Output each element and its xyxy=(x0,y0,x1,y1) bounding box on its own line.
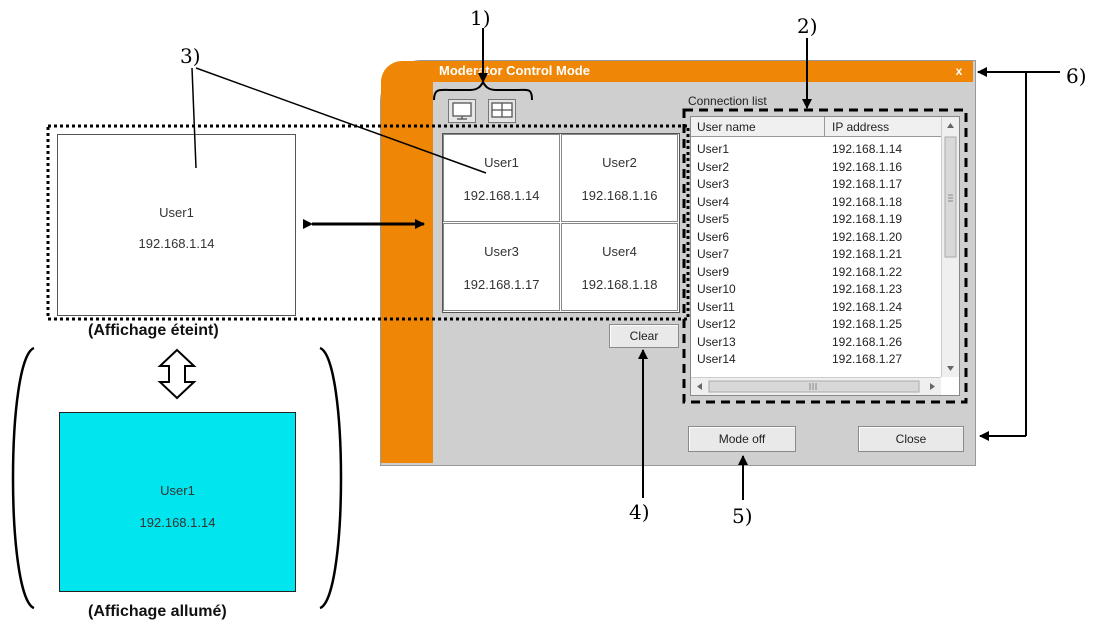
grid-cell-user: User1 xyxy=(484,155,519,170)
list-item[interactable]: User13 192.168.1.26 xyxy=(691,334,941,352)
list-item-user: User11 xyxy=(697,299,735,314)
quad-view-icon xyxy=(491,102,513,118)
list-item[interactable]: User3 192.168.1.17 xyxy=(691,176,941,194)
grid-cell[interactable]: User3 192.168.1.17 xyxy=(443,223,560,311)
connection-list-header: User name IP address xyxy=(691,117,941,137)
list-item-user: User2 xyxy=(697,159,730,174)
list-item-ip: 192.168.1.26 xyxy=(832,334,903,349)
list-item-user: User5 xyxy=(697,212,730,226)
panel-on-ip: 192.168.1.14 xyxy=(139,515,216,530)
grid-cell[interactable]: User4 192.168.1.18 xyxy=(561,223,678,311)
list-item-ip: 192.168.1.23 xyxy=(832,282,903,296)
grid-cell-user: User4 xyxy=(602,244,637,259)
list-item[interactable]: User2 192.168.1.16 xyxy=(691,159,941,177)
vertical-scrollbar-graphic xyxy=(944,123,957,371)
grid-cell-ip: 192.168.1.18 xyxy=(581,277,658,292)
column-header-user-name[interactable]: User name xyxy=(697,120,756,134)
callout-3: 3) xyxy=(180,44,201,68)
list-item-ip: 192.168.1.24 xyxy=(832,299,903,314)
dotted-frame xyxy=(46,124,690,321)
dialog-title-bar xyxy=(381,61,973,82)
list-item-user: User1 xyxy=(697,142,730,156)
quad-display-grid: User1 192.168.1.14 User2 192.168.1.16 Us… xyxy=(442,133,680,313)
list-item[interactable]: User9 192.168.1.22 xyxy=(691,264,941,282)
callout-4: 4) xyxy=(629,500,650,524)
panel-off-ip: 192.168.1.14 xyxy=(138,236,215,251)
display-off-panel: User1 192.168.1.14 xyxy=(57,134,296,316)
grid-cell-user: User2 xyxy=(602,155,637,170)
list-item[interactable]: User7 192.168.1.21 xyxy=(691,246,941,264)
panel-on-user: User1 xyxy=(160,483,195,498)
list-item[interactable]: User10 192.168.1.23 xyxy=(691,281,941,299)
list-item-user: User13 xyxy=(697,334,736,349)
single-view-button[interactable] xyxy=(448,99,476,123)
list-item-user: User4 xyxy=(697,194,730,209)
close-button[interactable]: Close xyxy=(858,426,964,452)
clear-button[interactable]: Clear xyxy=(609,324,679,348)
callout-3-line-b xyxy=(195,67,487,174)
grid-cell[interactable]: User2 192.168.1.16 xyxy=(561,134,678,222)
connection-list[interactable]: User name IP address User1 192.168.1.14 U… xyxy=(690,116,960,396)
left-paren xyxy=(11,346,35,610)
display-on-caption: (Affichage allumé) xyxy=(88,603,227,620)
list-item-user: User10 xyxy=(697,282,736,296)
list-item[interactable]: User12 192.168.1.25 xyxy=(691,316,941,334)
connection-list-rows: User1 192.168.1.14 User2 192.168.1.16 User… xyxy=(691,141,941,369)
list-item[interactable]: User6 192.168.1.20 xyxy=(691,229,941,247)
list-item-user: User14 xyxy=(697,352,736,366)
panel-off-user: User1 xyxy=(159,205,194,220)
dialog-close-x-button[interactable]: x xyxy=(955,64,963,78)
callout-1-bracket xyxy=(433,79,533,101)
list-item-user: User9 xyxy=(697,264,730,279)
horizontal-scrollbar[interactable] xyxy=(691,377,941,395)
list-item-user: User7 xyxy=(697,247,730,261)
column-header-ip-address[interactable]: IP address xyxy=(832,120,890,134)
grid-cell[interactable]: User1 192.168.1.14 xyxy=(443,134,560,222)
toggle-arrow xyxy=(157,348,197,400)
list-item-ip: 192.168.1.14 xyxy=(832,142,903,156)
single-view-icon xyxy=(452,102,472,120)
list-item-ip: 192.168.1.22 xyxy=(832,264,903,279)
list-item-ip: 192.168.1.17 xyxy=(832,177,903,191)
callout-3-line-a xyxy=(191,67,197,169)
callout-6: 6) xyxy=(1066,64,1087,88)
list-item-user: User6 xyxy=(697,229,730,244)
vertical-scrollbar[interactable] xyxy=(941,117,959,377)
list-item-ip: 192.168.1.19 xyxy=(832,212,903,226)
display-off-caption: (Affichage éteint) xyxy=(88,322,219,339)
callout-2: 2) xyxy=(797,14,818,38)
mode-off-button[interactable]: Mode off xyxy=(688,426,796,452)
list-item-ip: 192.168.1.25 xyxy=(832,317,903,331)
list-item-ip: 192.168.1.27 xyxy=(832,352,903,366)
list-item-user: User3 xyxy=(697,177,730,191)
list-item-ip: 192.168.1.20 xyxy=(832,229,903,244)
list-item[interactable]: User1 192.168.1.14 xyxy=(691,141,941,159)
right-paren xyxy=(319,346,343,610)
list-item[interactable]: User5 192.168.1.19 xyxy=(691,211,941,229)
list-item-ip: 192.168.1.21 xyxy=(832,247,903,261)
list-item[interactable]: User11 192.168.1.24 xyxy=(691,299,941,317)
grid-cell-ip: 192.168.1.16 xyxy=(581,188,658,203)
grid-cell-ip: 192.168.1.14 xyxy=(463,188,540,203)
display-on-panel: User1 192.168.1.14 xyxy=(59,412,296,592)
callout-1: 1) xyxy=(470,6,491,30)
grid-cell-user: User3 xyxy=(484,244,519,259)
connection-list-label: Connection list xyxy=(688,94,767,108)
quad-view-button[interactable] xyxy=(488,99,516,123)
list-item-user: User12 xyxy=(697,317,736,331)
list-item-ip: 192.168.1.16 xyxy=(832,159,903,174)
callout-5: 5) xyxy=(732,504,753,528)
horizontal-scrollbar-graphic xyxy=(697,380,935,393)
dialog-title: Moderator Control Mode xyxy=(439,63,590,78)
list-item[interactable]: User14 192.168.1.27 xyxy=(691,351,941,369)
list-item-ip: 192.168.1.18 xyxy=(832,194,903,209)
grid-cell-ip: 192.168.1.17 xyxy=(463,277,540,292)
list-item[interactable]: User4 192.168.1.18 xyxy=(691,194,941,212)
dashed-frame xyxy=(682,108,968,404)
